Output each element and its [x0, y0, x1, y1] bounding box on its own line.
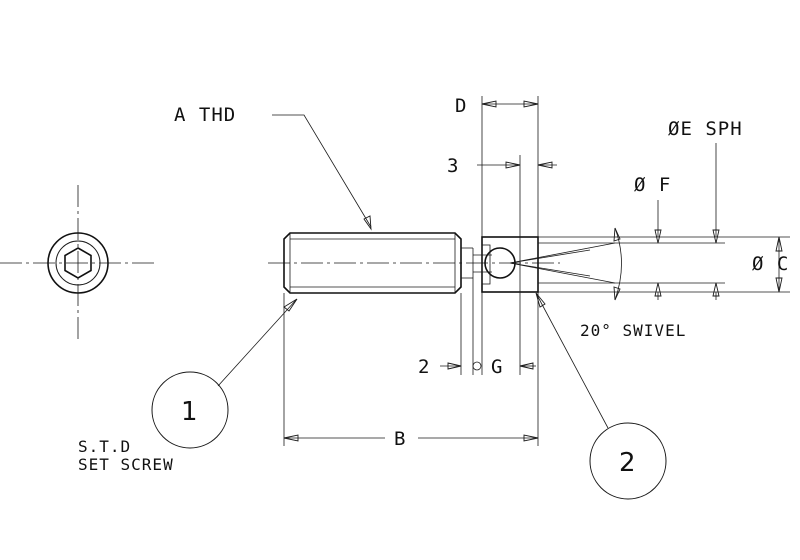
balloon-1: 1 S.T.D SET SCREW: [78, 298, 298, 474]
std-label-line1: S.T.D: [78, 437, 131, 456]
g-dimension: G: [481, 292, 536, 378]
swivel-angle: 20° SWIVEL: [580, 227, 686, 340]
three-dimension: 3: [447, 155, 557, 237]
d-label: D: [455, 95, 467, 117]
c-dimension: Ø C: [725, 236, 790, 293]
f-dimension: Ø F: [634, 174, 671, 300]
a-thd-callout: A THD: [174, 104, 372, 231]
std-label-line2: SET SCREW: [78, 455, 174, 474]
balloon-2-number: 2: [619, 448, 636, 478]
set-screw-body: [283, 232, 474, 294]
b-dimension: B: [283, 292, 539, 450]
a-thd-label: A THD: [174, 104, 236, 126]
three-label: 3: [447, 155, 459, 177]
balloon-2: 2: [535, 292, 667, 500]
g-label: G: [491, 356, 503, 378]
two-label: 2: [418, 356, 430, 378]
two-dimension: 2: [418, 278, 482, 378]
c-label: Ø C: [752, 253, 789, 275]
b-label: B: [394, 428, 406, 450]
swivel-label: 20° SWIVEL: [580, 321, 686, 340]
f-label: Ø F: [634, 174, 671, 196]
end-view-hex-socket: [0, 185, 155, 340]
e-sph-label: ØE SPH: [668, 118, 743, 140]
swivel-pad: [473, 236, 725, 293]
balloon-1-number: 1: [181, 397, 198, 427]
d-dimension: D: [455, 95, 539, 237]
e-sph-dimension: ØE SPH: [668, 118, 743, 300]
